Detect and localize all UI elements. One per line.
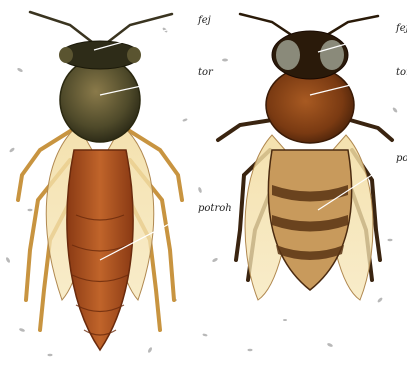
worker-thorax-label: tor bbox=[396, 68, 407, 78]
worker-bee bbox=[218, 14, 392, 300]
worker-abdomen-label: pot bbox=[396, 154, 407, 164]
queen-thorax-label: tor bbox=[198, 68, 213, 78]
queen-abdomen-label: potroh bbox=[198, 204, 232, 214]
queen-bee bbox=[18, 12, 182, 350]
queen-head-label: fej bbox=[198, 16, 211, 26]
worker-head-label: fej bbox=[396, 24, 407, 34]
